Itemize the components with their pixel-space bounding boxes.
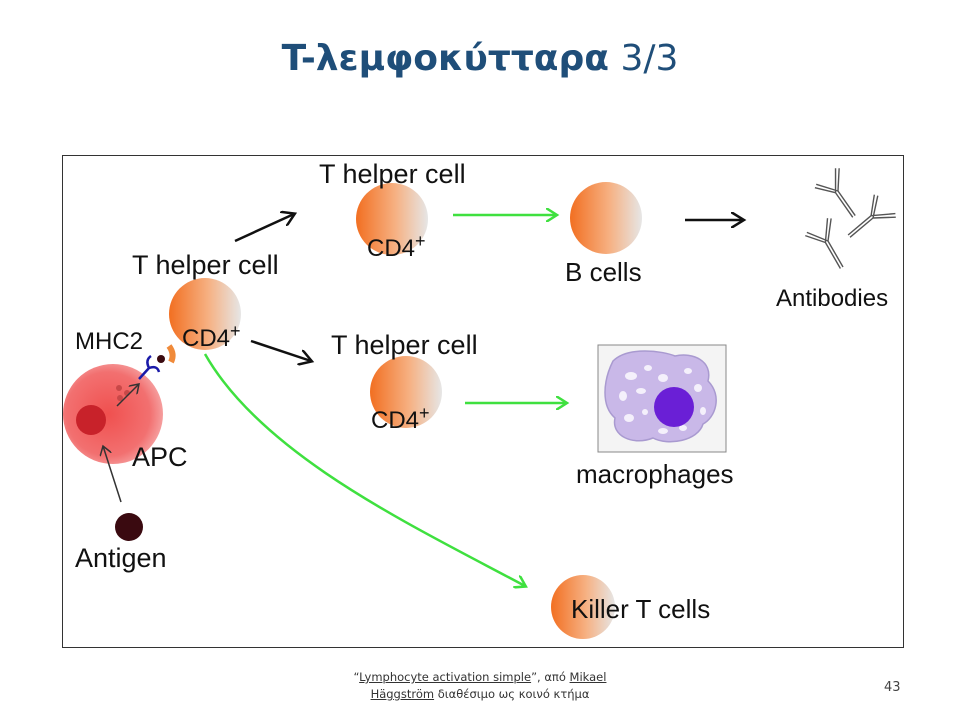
apc-nucleus-icon <box>76 405 106 435</box>
label-cd4-left: CD4+ <box>182 321 241 352</box>
processing-arrow <box>116 384 139 407</box>
label-mhc2: MHC2 <box>75 328 144 355</box>
presented-antigen-icon <box>157 355 165 363</box>
title-main: T-λεμφοκύτταρα <box>281 38 610 79</box>
label-t-helper-left: T helper cell <box>132 250 279 280</box>
t-helper-cell-top <box>356 183 428 255</box>
t-helper-cell-left <box>169 278 241 350</box>
label-antigen: Antigen <box>75 543 167 573</box>
author-link-first[interactable]: Mikael <box>569 670 607 684</box>
antigen-particle <box>115 513 143 541</box>
author-link-last[interactable]: Häggström <box>370 687 435 701</box>
macrophage-vacuoles-icon <box>619 365 706 434</box>
label-macrophages: macrophages <box>576 459 734 489</box>
antigen-uptake-arrow <box>103 446 122 503</box>
antibody-icon <box>814 168 856 218</box>
antibody-icon <box>805 218 844 269</box>
page-number: 43 <box>884 680 901 695</box>
green-arrow-to-killer-t <box>203 353 525 586</box>
mhc2-receptor-icon <box>138 354 161 380</box>
lymphocyte-activation-diagram: T helper cell CD4+ B cells Antibodies T … <box>62 155 904 648</box>
label-antibodies: Antibodies <box>776 285 889 312</box>
killer-t-cell <box>551 575 615 639</box>
title-number: 3/3 <box>620 38 679 79</box>
label-cd4-top: CD4+ <box>367 231 426 262</box>
label-t-helper-top: T helper cell <box>319 159 466 189</box>
antibody-icon <box>847 194 896 238</box>
label-killer-t-cells: Killer T cells <box>571 594 711 624</box>
label-apc: APC <box>132 442 188 472</box>
label-cd4-mid: CD4+ <box>371 403 430 434</box>
page-title: T-λεμφοκύτταρα 3/3 <box>0 38 960 79</box>
arrow-to-t-helper-top <box>234 214 294 243</box>
t-helper-cell-mid <box>370 356 442 428</box>
diagram-graphics <box>63 168 896 639</box>
source-link[interactable]: Lymphocyte activation simple <box>359 670 532 684</box>
tcr-receptor-icon <box>166 344 176 364</box>
macrophage-nucleus <box>654 387 694 427</box>
antigen-fragment-icon <box>116 385 122 391</box>
arrow-to-t-helper-mid <box>250 339 311 361</box>
label-b-cells: B cells <box>565 257 642 287</box>
b-cell <box>570 182 642 254</box>
label-t-helper-mid: T helper cell <box>331 330 478 360</box>
antigen-fragment-icon <box>117 395 123 401</box>
image-credit-caption: “Lymphocyte activation simple”, από Mika… <box>353 670 607 701</box>
